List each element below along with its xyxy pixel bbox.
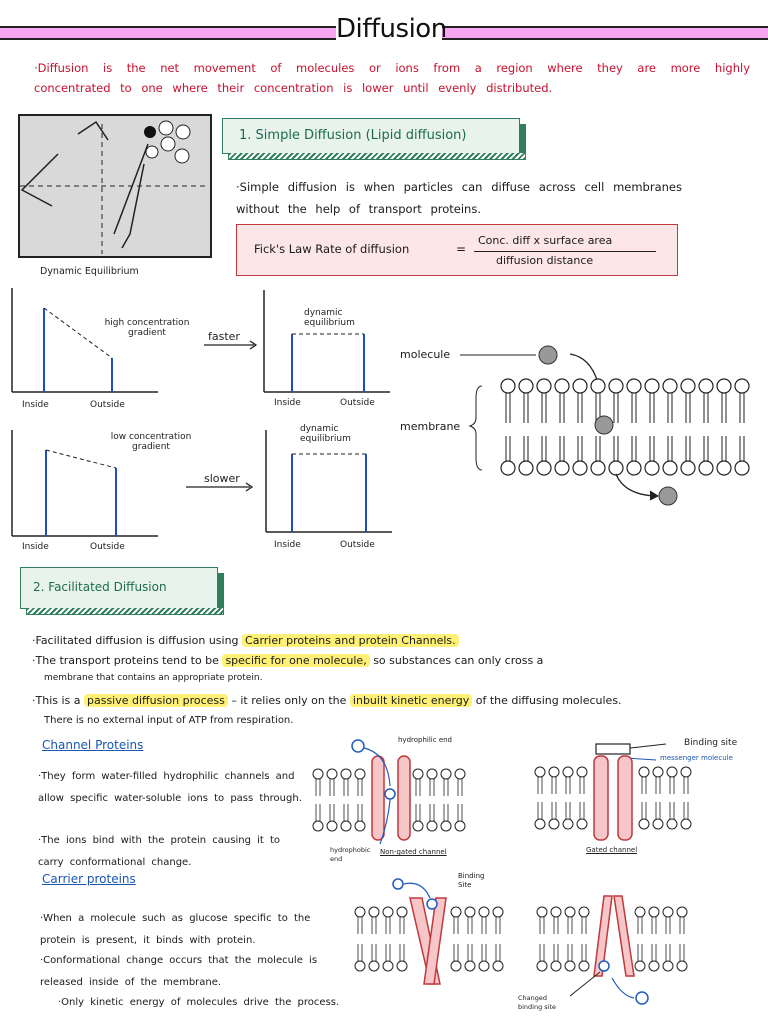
graph1-inside-label: Inside [22, 400, 49, 410]
bullet-3-text-post: of the diffusing molecules. [475, 694, 622, 707]
carrier-proteins-para-2: ·Conformational change occurs that the m… [40, 955, 318, 988]
non-gated-channel-label: Non-gated channel [380, 848, 447, 856]
molecule-label: molecule [400, 348, 451, 361]
bullet-3-highlight-2: inbuilt kinetic energy [349, 694, 473, 707]
heading-stripes [229, 153, 525, 159]
dynamic-equilibrium-diagram [18, 114, 212, 258]
high-gradient-label: high concentration gradient [104, 318, 190, 338]
ficks-law-label: Fick's Law Rate of diffusion [254, 242, 410, 256]
carrier-protein-open-diagram [354, 878, 504, 985]
ficks-law-denominator: diffusion distance [496, 254, 594, 267]
graph4-outside-label: Outside [340, 540, 375, 550]
channel-proteins-para-2: ·The ions bind with the protein causing … [38, 835, 281, 868]
simple-diffusion-text: ·Simple diffusion is when particles can … [236, 180, 682, 216]
non-gated-channel-diagram [312, 739, 466, 845]
facilitated-bullet-2: ·The transport proteins tend to be speci… [32, 650, 754, 671]
hydrophobic-end-label: hydrophobic end [330, 846, 371, 863]
bullet-3-text: ·This is a [32, 694, 81, 707]
gated-channel-label: Gated channel [586, 846, 638, 854]
channel-proteins-heading: Channel Proteins [42, 738, 144, 752]
simple-diffusion-heading-text: 1. Simple Diffusion (Lipid diffusion) [239, 128, 467, 143]
fraction-line [474, 251, 656, 252]
graph1-outside-label: Outside [90, 400, 125, 410]
carrier-proteins-para-1: ·When a molecule such as glucose specifi… [40, 913, 311, 946]
binding-site-label: Binding site [684, 738, 738, 748]
bullet-3-line-2: There is no external input of ATP from r… [44, 715, 294, 726]
facilitated-bullet-1: ·Facilitated diffusion is diffusion usin… [32, 630, 754, 651]
high-gradient-graph [11, 288, 158, 393]
dynamic-label-top: dynamic equilibrium [304, 308, 355, 328]
page-title: Diffusion [336, 14, 447, 44]
facilitated-diffusion-heading-text: 2. Facilitated Diffusion [33, 580, 167, 594]
bullet-2-text: ·The transport proteins tend to be [32, 654, 219, 667]
graph3-outside-label: Outside [90, 542, 125, 552]
dynamic-equilibrium-caption: Dynamic Equilibrium [40, 266, 139, 277]
simple-diffusion-heading: 1. Simple Diffusion (Lipid diffusion) [222, 118, 525, 159]
low-gradient-label: low concentration gradient [110, 432, 192, 452]
ficks-law-equals: = [456, 242, 467, 256]
slower-arrow [186, 482, 254, 492]
intro-definition: ·Diffusion is the net movement of molecu… [34, 61, 750, 95]
faster-arrow [204, 340, 258, 350]
title-stripe-right [442, 26, 768, 40]
bullet-2-highlight: specific for one molecule, [222, 654, 370, 667]
messenger-molecule-label: messenger molecule [660, 754, 733, 762]
bullet-3-text-mid: – it relies only on the [231, 694, 347, 707]
graph4-inside-label: Inside [274, 540, 301, 550]
carrier-proteins-heading: Carrier proteins [42, 872, 136, 886]
dynamic-graph-bottom [265, 430, 392, 533]
faster-label: faster [208, 330, 240, 343]
slower-label: slower [204, 472, 240, 485]
facilitated-diffusion-heading: 2. Facilitated Diffusion [20, 567, 223, 614]
bullet-2-text-post: so substances can only cross a [373, 654, 544, 667]
gated-channel-diagram [534, 743, 692, 841]
lipid-bilayer-diagram [460, 345, 750, 506]
graph2-inside-label: Inside [274, 398, 301, 408]
bullet-3-highlight-1: passive diffusion process [84, 694, 228, 707]
graph3-inside-label: Inside [22, 542, 49, 552]
carrier-protein-released-diagram [536, 895, 688, 1005]
title-banner [0, 22, 768, 40]
channel-proteins-para-1: ·They form water-filled hydrophilic chan… [38, 771, 302, 804]
title-stripe-left [0, 26, 340, 40]
dynamic-label-bottom: dynamic equilibrium [300, 424, 351, 444]
heading-stripes [27, 608, 223, 614]
carrier-proteins-para-3: ·Only kinetic energy of molecules drive … [58, 997, 340, 1008]
graph2-outside-label: Outside [340, 398, 375, 408]
membrane-label: membrane [400, 420, 461, 433]
bullet-1-highlight: Carrier proteins and protein Channels. [242, 634, 459, 647]
bullet-2-line-2: membrane that contains an appropriate pr… [44, 673, 263, 683]
bullet-1-text: ·Facilitated diffusion is diffusion usin… [32, 634, 239, 647]
dynamic-graph-top [263, 290, 390, 393]
changed-binding-site-label: Changed binding site [518, 994, 557, 1011]
low-gradient-graph [11, 430, 158, 537]
ficks-law-box [236, 224, 678, 276]
ficks-law-numerator: Conc. diff x surface area [478, 234, 613, 247]
hydrophilic-end-label: hydrophilic end [398, 736, 453, 744]
carrier-binding-site-label: Binding Site [458, 872, 485, 889]
facilitated-bullet-3: ·This is a passive diffusion process – i… [32, 690, 754, 711]
